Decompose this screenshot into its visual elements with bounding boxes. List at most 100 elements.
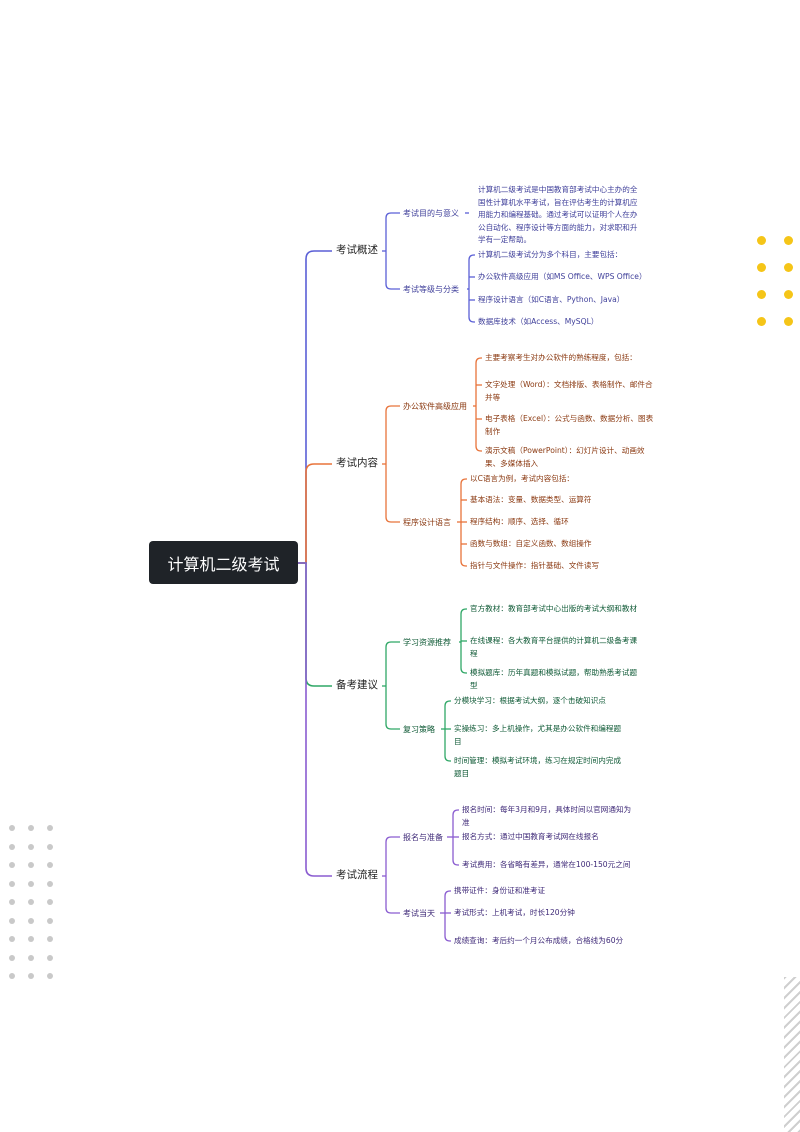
branch-1-elbow-0 — [385, 212, 400, 219]
gray-dot — [28, 899, 34, 905]
branch-2-sub-1-item-1: 主要考察考生对办公软件的熟练程度，包括： — [485, 353, 637, 362]
branch-2-sub-1-item-2: 文字处理（Word）：文档排版、表格制作、邮件合并等 — [485, 380, 653, 402]
branch-2-elbow-0 — [385, 405, 400, 412]
gray-dot — [9, 825, 15, 831]
gray-dot — [47, 936, 53, 942]
gray-dot — [9, 899, 15, 905]
branch-4-label: 考试流程 — [336, 869, 378, 881]
branch-3-sub-1-item-3: 模拟题库：历年真题和模拟试题，帮助熟悉考试题型 — [470, 668, 638, 690]
gray-dot — [28, 936, 34, 942]
branch-3-elbow-1 — [385, 723, 400, 730]
branch-3-sub-2-item-1: 分模块学习：根据考试大纲，逐个击破知识点 — [454, 696, 606, 705]
branch-3-sub-1-elbow-2 — [460, 667, 467, 674]
branch-3-sub-1-item-2: 在线课程：各大教育平台提供的计算机二级备考课程 — [470, 636, 638, 658]
branch-4-sub-1-item-1: 报名时间：每年3月和9月，具体时间以官网通知为准 — [462, 805, 632, 827]
gray-dot — [28, 825, 34, 831]
root-title: 计算机二级考试 — [167, 554, 280, 574]
branch-2-sub-2-label: 程序设计语言 — [403, 518, 451, 527]
branch-3-elbow-0 — [385, 641, 400, 648]
branch-2-sub-1-label: 办公软件高级应用 — [403, 402, 467, 411]
gray-dot — [28, 880, 34, 887]
branch-4-sub-1-elbow-0 — [452, 809, 459, 816]
yellow-dot — [757, 317, 766, 326]
branch-3-label: 备考建议 — [336, 679, 378, 691]
branch-1-sub-2-label: 考试等级与分类 — [403, 285, 459, 294]
branch-4-elbow-0 — [385, 836, 400, 843]
gray-dot — [47, 917, 53, 924]
branch-1-sub-2-elbow-3 — [468, 316, 475, 323]
branch-4-sub-2-item-3: 成绩查询：考后约一个月公布成绩，合格线为60分 — [454, 936, 624, 945]
branch-2-sub-1-elbow-0 — [475, 357, 482, 364]
branch-1-sub-2-item-1: 计算机二级考试分为多个科目，主要包括： — [478, 250, 623, 259]
branch-2-sub-2-elbow-4 — [460, 560, 467, 567]
branch-4-sub-2-elbow-2 — [444, 935, 451, 942]
branch-2-label: 考试内容 — [336, 457, 378, 469]
branch-3-sub-1-label: 学习资源推荐 — [403, 638, 451, 647]
gray-dot — [9, 936, 15, 942]
gray-dot — [9, 973, 15, 979]
yellow-dot — [757, 290, 766, 299]
branch-1-sub-2-item-4: 数据库技术（如Access、MySQL） — [478, 317, 599, 326]
gray-dot — [28, 973, 34, 979]
gray-dot — [47, 880, 53, 887]
branch-3-sub-1-elbow-0 — [460, 608, 467, 615]
branch-2-sub-2-item-4: 函数与数组：自定义函数、数组操作 — [470, 539, 592, 548]
root-node: 计算机二级考试 — [149, 541, 298, 584]
branch-4-elbow-1 — [385, 907, 400, 914]
branch-2-sub-2-item-1: 以C语言为例，考试内容包括： — [470, 474, 575, 483]
branch-2-elbow-1 — [385, 516, 400, 523]
branch-2-sub-2-item-2: 基本语法：变量、数据类型、运算符 — [470, 495, 592, 504]
branch-1-sub-2-item-3: 程序设计语言（如C语言、Python、Java） — [478, 295, 625, 304]
root-link-1 — [298, 463, 332, 564]
gray-dot — [47, 973, 53, 979]
yellow-dot — [784, 317, 793, 326]
yellow-dot — [757, 263, 766, 272]
branch-2-sub-2-elbow-0 — [460, 478, 467, 485]
branch-2-sub-1-item-4: 演示文稿（PowerPoint）：幻灯片设计、动画效果、多媒体插入 — [485, 446, 645, 468]
gray-dot — [28, 862, 34, 868]
branch-1-label: 考试概述 — [336, 244, 378, 256]
branch-2-sub-2-item-3: 程序结构：顺序、选择、循环 — [470, 517, 569, 526]
branch-3-sub-2-item-3: 时间管理：模拟考试环境，练习在规定时间内完成题目 — [454, 756, 622, 778]
branch-1-sub-2-item-2: 办公软件高级应用（如MS Office、WPS Office） — [478, 272, 647, 281]
branch-3-sub-2-item-2: 实操练习：多上机操作，尤其是办公软件和编程题目 — [454, 724, 622, 746]
gray-dot — [9, 862, 15, 868]
branch-4-sub-1-label: 报名与准备 — [403, 833, 443, 842]
branch-3-sub-1-item-1: 官方教材：教育部考试中心出版的考试大纲和教材 — [470, 604, 638, 613]
root-link-2 — [298, 562, 332, 687]
branch-1-elbow-1 — [385, 283, 400, 290]
branch-4-sub-2-elbow-0 — [444, 890, 451, 897]
branch-1-sub-1-item-1: 计算机二级考试是中国教育部考试中心主办的全国性计算机水平考试，旨在评估考生的计算… — [478, 185, 638, 244]
gray-dot — [47, 843, 53, 850]
branch-1-sub-1-label: 考试目的与意义 — [403, 209, 459, 218]
branch-4-sub-2-label: 考试当天 — [403, 909, 435, 918]
gray-dot — [9, 880, 15, 887]
branch-4-sub-1-item-3: 考试费用：各省略有差异，通常在100-150元之间 — [462, 860, 631, 869]
root-link-3 — [298, 562, 332, 877]
yellow-dot — [757, 236, 766, 245]
yellow-dot — [784, 290, 793, 299]
gray-dot — [28, 954, 34, 961]
branch-3-sub-2-elbow-2 — [444, 755, 451, 762]
gray-dot — [28, 917, 34, 924]
branch-4-sub-2-item-1: 携带证件：身份证和准考证 — [454, 886, 546, 895]
gray-dot — [9, 843, 15, 850]
gray-dot — [28, 843, 34, 850]
branch-1-sub-2-elbow-0 — [468, 254, 475, 261]
branch-2-sub-1-item-3: 电子表格（Excel）：公式与函数、数据分析、图表制作 — [485, 414, 654, 436]
branch-3-sub-2-elbow-0 — [444, 700, 451, 707]
gray-dot — [9, 954, 15, 961]
gray-dot — [47, 899, 53, 905]
branch-2-sub-1-elbow-3 — [475, 445, 482, 452]
branch-4-sub-1-item-2: 报名方式：通过中国教育考试网在线报名 — [462, 832, 599, 841]
branch-3-sub-2-label: 复习策略 — [403, 725, 435, 734]
root-link-0 — [298, 250, 332, 564]
branch-4-sub-2-item-2: 考试形式：上机考试，时长120分钟 — [454, 908, 575, 917]
gray-dot — [47, 954, 53, 961]
gray-dot — [47, 825, 53, 831]
yellow-dot — [784, 236, 793, 245]
decor-stripes — [784, 977, 800, 1132]
gray-dot — [9, 917, 15, 924]
gray-dot — [47, 862, 53, 868]
